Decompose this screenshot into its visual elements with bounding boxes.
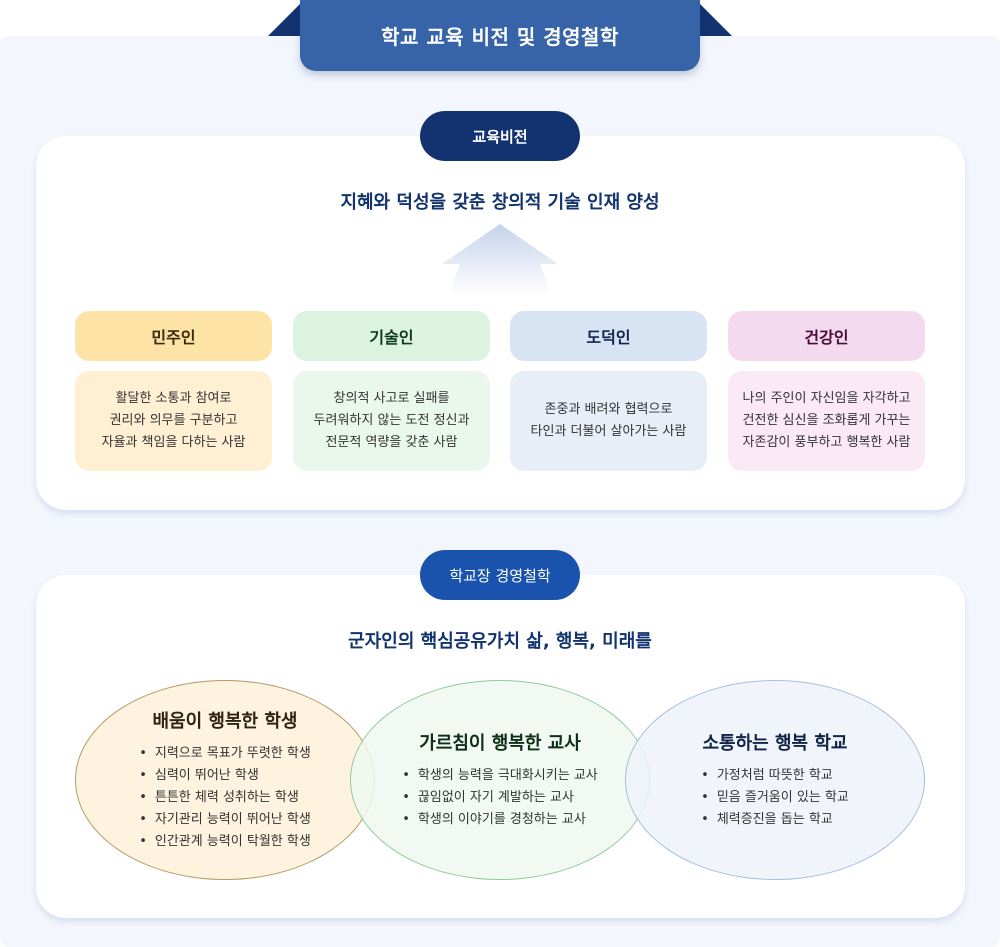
list-item: 자기관리 능력이 뛰어난 학생: [139, 809, 311, 831]
circle-list: 가정처럼 따뜻한 학교 믿음 즐거움이 있는 학교 체력증진을 돕는 학교: [701, 765, 849, 831]
list-item: 심력이 뛰어난 학생: [139, 765, 311, 787]
circle-title: 가르침이 행복한 교사: [419, 733, 581, 754]
trait-line: 타인과 더불어 살아가는 사람: [530, 424, 687, 439]
up-arrow-icon: [442, 224, 558, 296]
trait-line: 건전한 심신을 조화롭게 가꾸는: [742, 413, 911, 428]
trait-line: 두려워하지 않는 도전 정신과: [313, 413, 470, 428]
ribbon-wing-left: [268, 0, 304, 36]
trait-head: 기술인: [293, 311, 490, 361]
list-item: 가정처럼 따뜻한 학교: [701, 765, 849, 787]
page-title: 학교 교육 비전 및 경영철학: [300, 0, 700, 71]
list-item: 학생의 능력을 극대화시키는 교사: [402, 765, 598, 787]
circle-teacher: 가르침이 행복한 교사 학생의 능력을 극대화시키는 교사 끊임없이 자기 계발…: [350, 680, 650, 880]
circle-school: 소통하는 행복 학교 가정처럼 따뜻한 학교 믿음 즐거움이 있는 학교 체력증…: [625, 680, 925, 880]
trait-moral: 도덕인 존중과 배려와 협력으로 타인과 더불어 살아가는 사람: [510, 311, 707, 471]
list-item: 인간관계 능력이 탁월한 학생: [139, 831, 311, 853]
trait-description: 활달한 소통과 참여로 권리와 의무를 구분하고 자율과 책임을 다하는 사람: [75, 371, 272, 471]
philosophy-label: 학교장 경영철학: [420, 550, 580, 600]
trait-head: 도덕인: [510, 311, 707, 361]
circle-student: 배움이 행복한 학생 지력으로 목표가 뚜렷한 학생 심력이 뛰어난 학생 튼튼…: [75, 680, 375, 880]
list-item: 튼튼한 체력 성취하는 학생: [139, 787, 311, 809]
trait-head: 건강인: [728, 311, 925, 361]
circle-list: 학생의 능력을 극대화시키는 교사 끊임없이 자기 계발하는 교사 학생의 이야…: [402, 765, 598, 831]
philosophy-headline: 군자인의 핵심공유가치 삶, 행복, 미래를: [348, 631, 652, 652]
trait-description: 존중과 배려와 협력으로 타인과 더불어 살아가는 사람: [510, 371, 707, 471]
list-item: 학생의 이야기를 경청하는 교사: [402, 809, 598, 831]
ribbon-wing-right: [696, 0, 732, 36]
circle-title: 배움이 행복한 학생: [152, 711, 298, 732]
trait-technical: 기술인 창의적 사고로 실패를 두려워하지 않는 도전 정신과 전문적 역량을 …: [293, 311, 490, 471]
vision-headline: 지혜와 덕성을 갖춘 창의적 기술 인재 양성: [340, 192, 660, 213]
circle-title: 소통하는 행복 학교: [702, 733, 848, 754]
trait-line: 활달한 소통과 참여로: [115, 391, 232, 406]
trait-line: 나의 주인이 자신임을 자각하고: [742, 391, 911, 406]
list-item: 지력으로 목표가 뚜렷한 학생: [139, 743, 311, 765]
list-item: 체력증진을 돕는 학교: [701, 809, 849, 831]
trait-line: 자존감이 풍부하고 행복한 사람: [742, 435, 911, 450]
list-item: 믿음 즐거움이 있는 학교: [701, 787, 849, 809]
trait-healthy: 건강인 나의 주인이 자신임을 자각하고 건전한 심신을 조화롭게 가꾸는 자존…: [728, 311, 925, 471]
trait-head: 민주인: [75, 311, 272, 361]
trait-line: 전문적 역량을 갖춘 사람: [325, 435, 458, 450]
trait-description: 나의 주인이 자신임을 자각하고 건전한 심신을 조화롭게 가꾸는 자존감이 풍…: [728, 371, 925, 471]
vision-label: 교육비전: [420, 111, 580, 161]
trait-democratic: 민주인 활달한 소통과 참여로 권리와 의무를 구분하고 자율과 책임을 다하는…: [75, 311, 272, 471]
trait-description: 창의적 사고로 실패를 두려워하지 않는 도전 정신과 전문적 역량을 갖춘 사…: [293, 371, 490, 471]
trait-line: 존중과 배려와 협력으로: [544, 402, 673, 417]
trait-line: 자율과 책임을 다하는 사람: [101, 435, 246, 450]
circle-list: 지력으로 목표가 뚜렷한 학생 심력이 뛰어난 학생 튼튼한 체력 성취하는 학…: [139, 743, 311, 853]
list-item: 끊임없이 자기 계발하는 교사: [402, 787, 598, 809]
trait-line: 창의적 사고로 실패를: [333, 391, 450, 406]
trait-line: 권리와 의무를 구분하고: [109, 413, 238, 428]
